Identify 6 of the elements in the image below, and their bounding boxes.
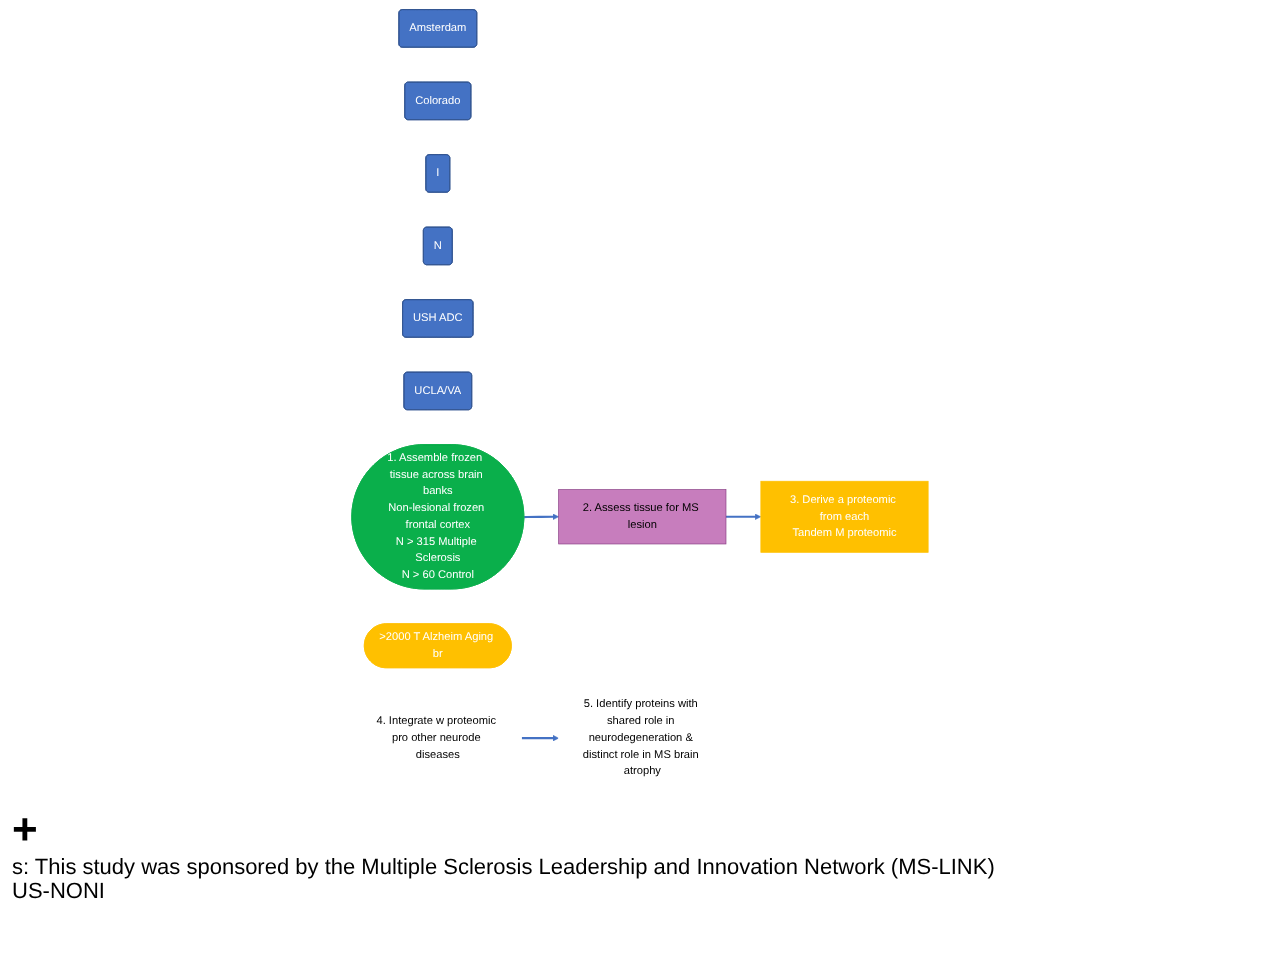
plus-sign: +	[12, 804, 40, 856]
footnote-text: s: This study was sponsored by the Multiple Sclerosis Leadership and Innovation Network (MS-LINK)	[12, 856, 997, 880]
arrow	[521, 735, 559, 742]
arrow	[726, 513, 762, 520]
footnote-text: US-NONI	[12, 880, 107, 904]
arrow	[524, 513, 559, 520]
